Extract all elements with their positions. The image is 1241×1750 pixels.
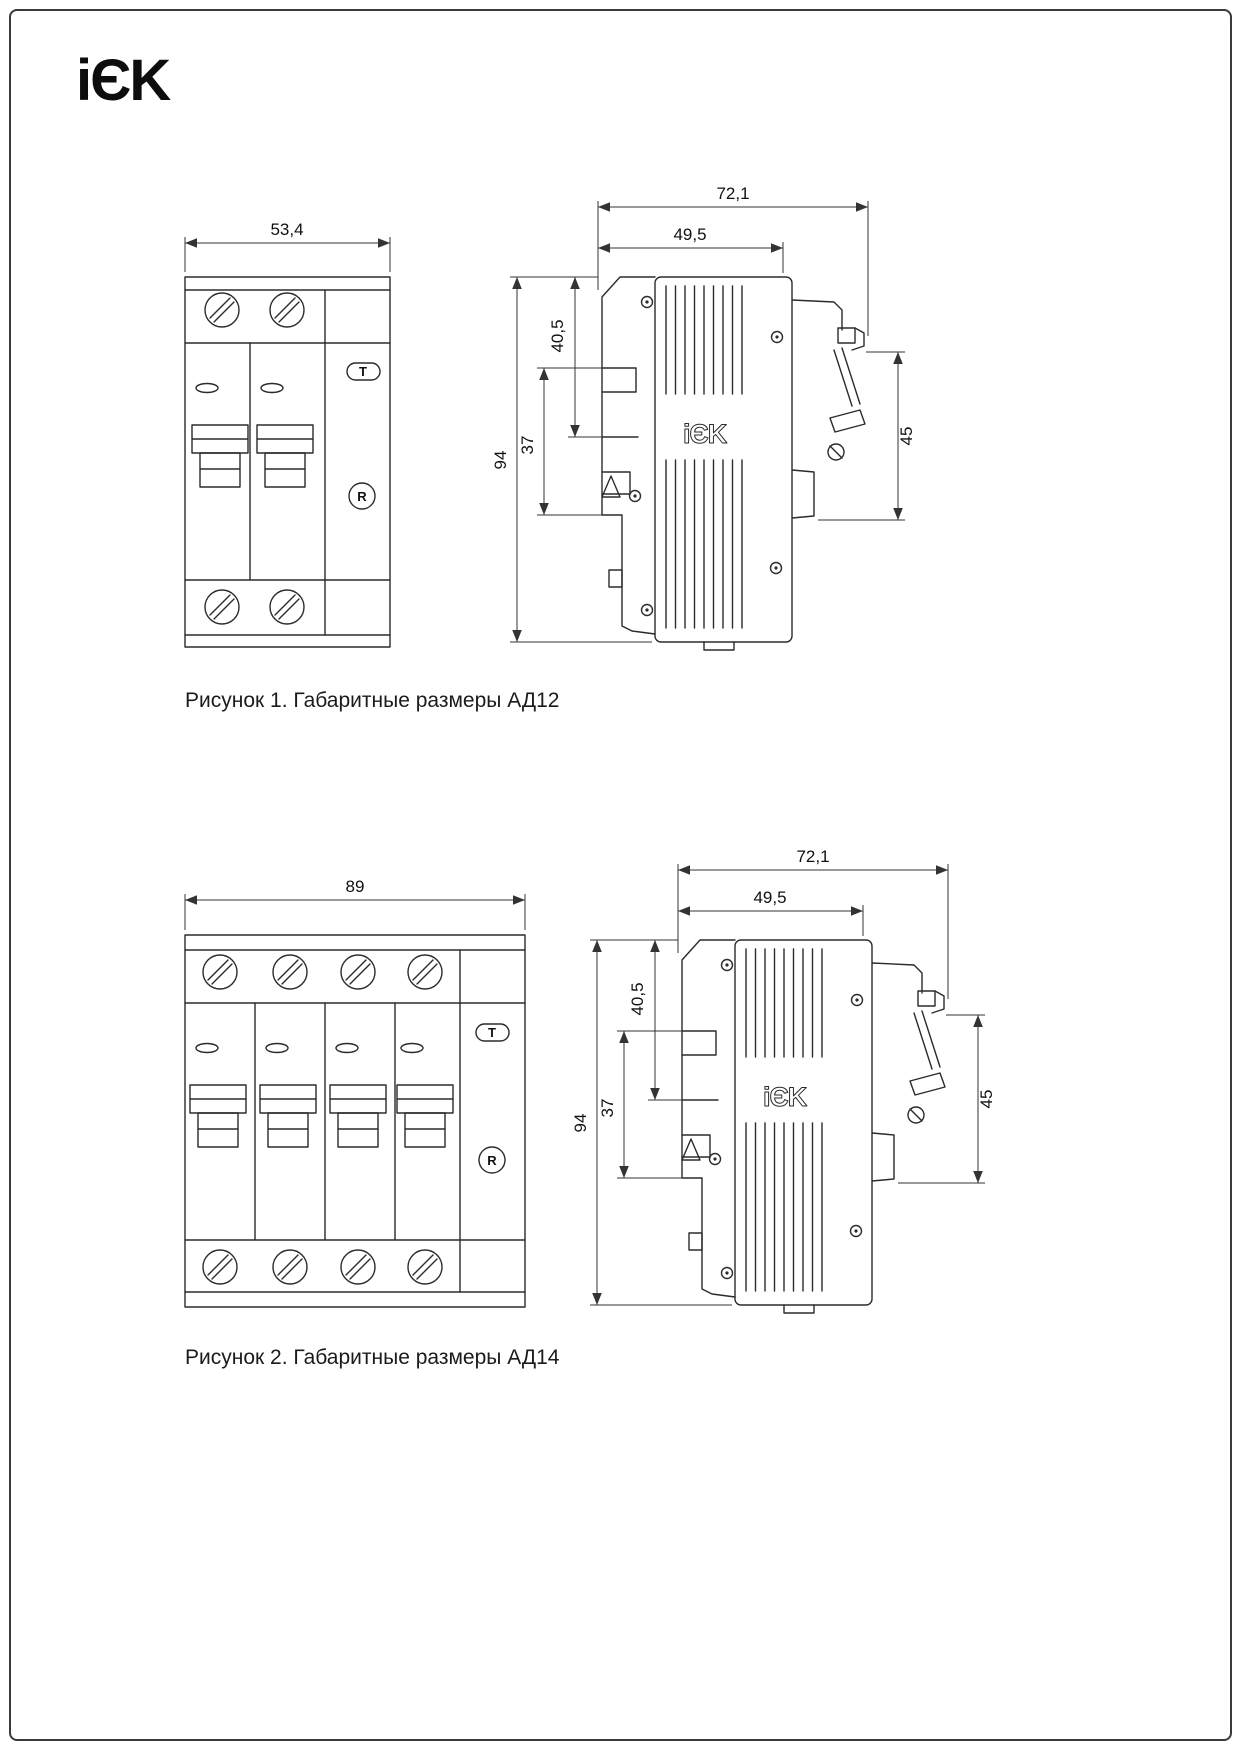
front-dimensions: 89 — [184, 877, 526, 930]
vent-slats-bottom — [745, 1122, 823, 1292]
toggle-handles — [189, 1084, 454, 1148]
figure2-front-view-drawing: T R 89 — [184, 877, 526, 1308]
rivets — [708, 958, 864, 1280]
breaker-front-outline: T R — [184, 276, 391, 648]
terminal-screws-bottom — [204, 589, 305, 625]
dim-depth-front-49-5: 49,5 — [753, 888, 786, 907]
side-dimensions: 72,1 49,5 94 40,5 37 45 — [491, 184, 916, 643]
breaker-side-outline: iЄK — [681, 939, 946, 1314]
label-slots — [195, 382, 284, 394]
dim-depth-total-72-1: 72,1 — [796, 847, 829, 866]
dim-rail-37: 37 — [598, 1099, 617, 1118]
reset-button: R — [478, 1146, 506, 1174]
dim-offset-40-5: 40,5 — [628, 982, 647, 1015]
terminal-screws-top — [202, 954, 443, 990]
test-button-label: T — [488, 1025, 496, 1040]
din-rail-clip — [681, 1030, 719, 1251]
test-button: T — [346, 362, 381, 381]
iek-logo-text: iЄK — [76, 48, 171, 113]
terminal-clamp — [871, 962, 946, 1182]
terminal-screws-top — [204, 292, 305, 328]
dim-depth-total-72-1: 72,1 — [716, 184, 749, 203]
toggle-handles — [191, 424, 314, 488]
figure2-caption: Рисунок 2. Габаритные размеры АД14 — [185, 1346, 560, 1369]
breaker-side-outline: iЄK — [601, 276, 866, 651]
molded-brand-logo: iЄK — [683, 419, 728, 449]
dim-offset-40-5: 40,5 — [548, 319, 567, 352]
dim-width-89: 89 — [346, 877, 365, 896]
reset-button: R — [348, 482, 376, 510]
rivets — [628, 295, 784, 617]
vent-slats-top — [745, 948, 823, 1058]
breaker-front-outline: T R — [184, 934, 526, 1308]
vent-slats-bottom — [665, 459, 743, 629]
din-rail-clip — [601, 367, 639, 588]
terminal-screws-bottom — [202, 1249, 443, 1285]
iek-logo: iЄK — [76, 48, 173, 113]
terminal-clamp — [791, 299, 866, 519]
side-dimensions: 72,1 49,5 94 40,5 37 45 — [571, 847, 996, 1306]
dim-height-94: 94 — [571, 1114, 590, 1133]
molded-brand-logo: iЄK — [763, 1082, 808, 1112]
figure1-front-view-drawing: T R 53,4 — [184, 220, 391, 648]
figure1-caption: Рисунок 1. Габаритные размеры АД12 — [185, 689, 560, 712]
figure2-side-view-drawing: iЄK 72,1 49,5 94 40,5 37 45 — [571, 847, 996, 1314]
dim-latch-45: 45 — [977, 1090, 996, 1109]
label-slots — [195, 1042, 424, 1054]
test-button: T — [475, 1023, 510, 1042]
front-dimensions: 53,4 — [184, 220, 391, 272]
figure1-side-view-drawing: iЄK 72,1 49,5 94 40,5 37 45 — [491, 184, 916, 651]
dim-height-94: 94 — [491, 451, 510, 470]
dim-depth-front-49-5: 49,5 — [673, 225, 706, 244]
dim-latch-45: 45 — [897, 427, 916, 446]
dim-width-53-4: 53,4 — [270, 220, 303, 239]
test-button-label: T — [359, 364, 367, 379]
vent-slats-top — [665, 285, 743, 395]
dim-rail-37: 37 — [518, 436, 537, 455]
reset-button-label: R — [487, 1153, 497, 1168]
reset-button-label: R — [357, 489, 367, 504]
